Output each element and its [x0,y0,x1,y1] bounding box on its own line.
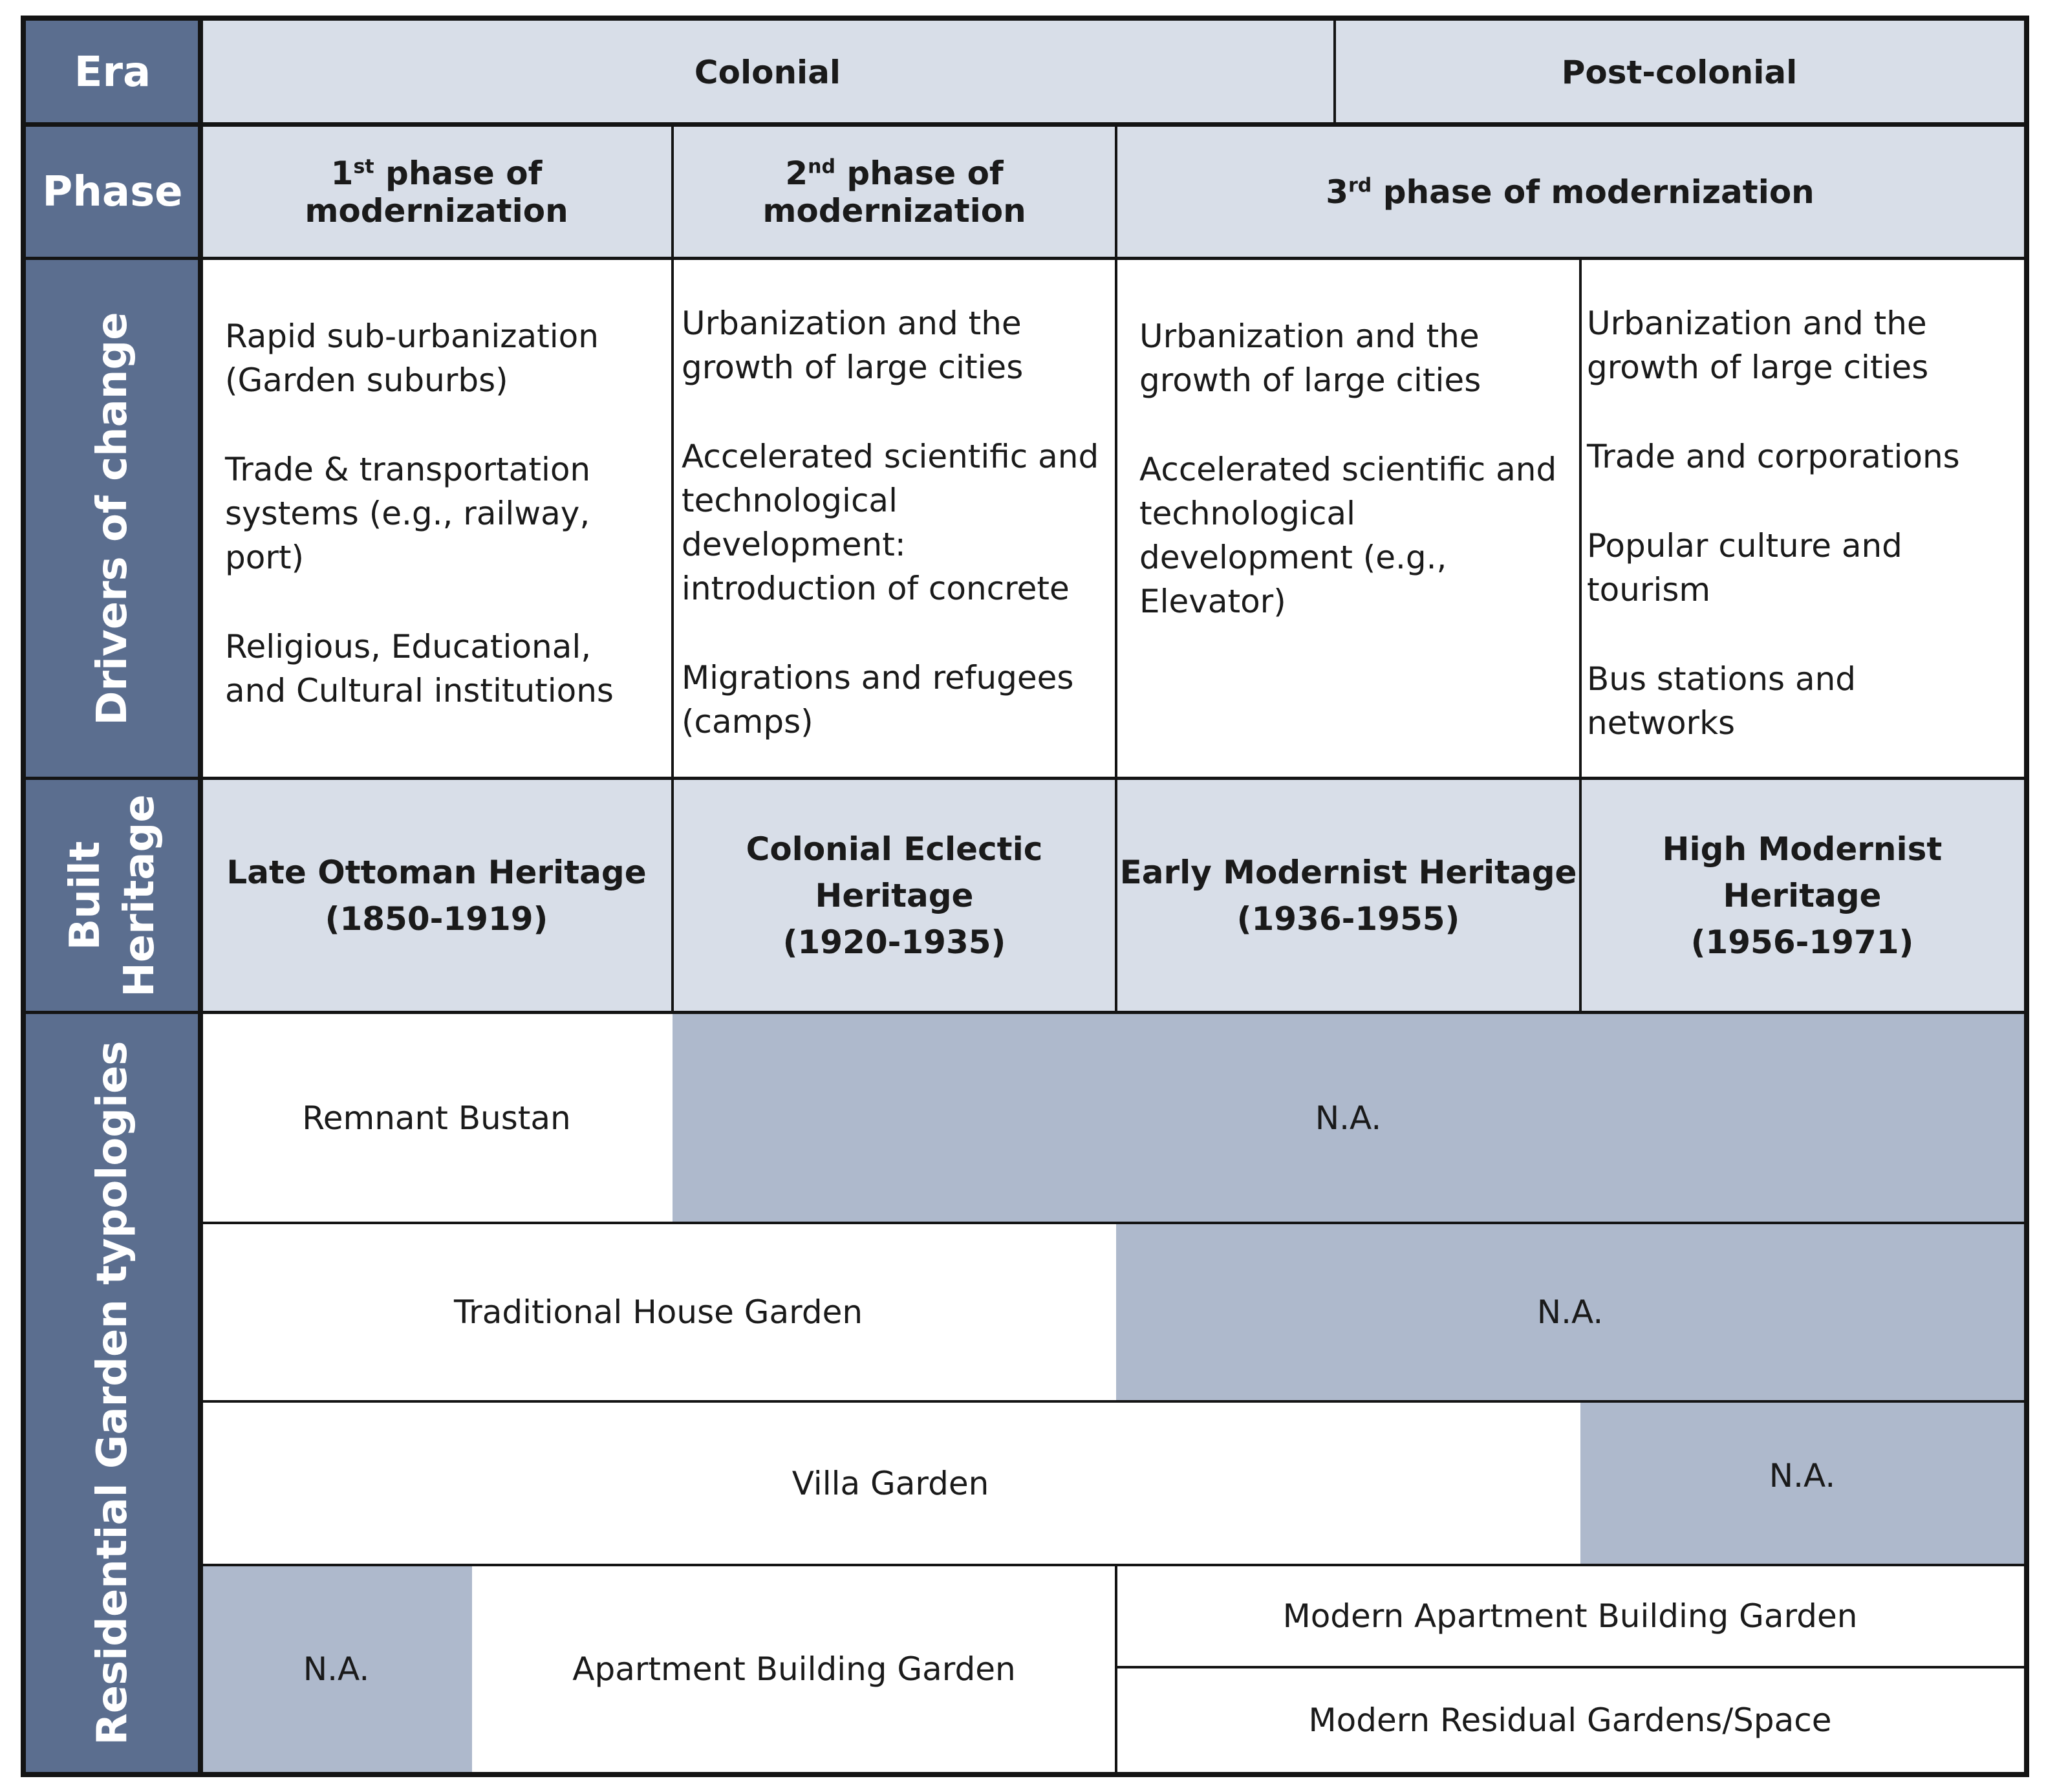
divider-heritage-typologies [21,1011,2029,1014]
typologies-row-label: Residential Garden typologies [25,1013,200,1773]
outer-border-bottom [21,1772,2029,1777]
heritage-cell-2: Colonial Eclectic Heritage (1920-1935) [673,779,1116,1013]
era-postcolonial-cell: Post-colonial [1335,19,2024,125]
driver-item: Trade & transportation systems (e.g., ra… [225,451,591,576]
era-colonial-label: Colonial [694,53,841,91]
heritage-name: Early Modernist Heritage [1119,854,1577,891]
phase-1-cell: 1st phase of modernization [200,125,673,259]
heritage-years: (1936-1955) [1236,900,1460,938]
era-colonial-cell: Colonial [200,19,1335,125]
divider-col-2-3 [1115,122,1117,1013]
outer-border-right [2024,16,2029,1777]
divider-col-3-4 [1579,259,1582,1013]
na-label: N.A. [1536,1293,1604,1331]
phase-label-text: Phase [42,167,183,216]
drivers-cell-3: Urbanization and the growth of large cit… [1116,259,1580,779]
na-cell-bustan: N.A. [673,1013,2024,1223]
divider-typology-3 [200,1564,2025,1566]
driver-item: Rapid sub-urbanization (Garden suburbs) [225,318,599,399]
era-postcolonial-label: Post-colonial [1561,53,1798,91]
heritage-cell-4: High Modernist Heritage (1956-1971) [1580,779,2024,1013]
villa-garden-label: Villa Garden [791,1464,989,1502]
driver-item: Migrations and refugees (camps) [682,659,1074,740]
heritage-cell-1: Late Ottoman Heritage (1850-1919) [200,779,673,1013]
drivers-row-label: Drivers of change [25,259,200,779]
heritage-years: (1920-1935) [782,923,1006,961]
heritage-name: High Modernist Heritage [1662,830,1943,914]
divider-era-phase [21,122,2029,127]
typologies-label-text: Residential Garden typologies [89,1041,136,1745]
built-heritage-label-line2: Heritage [116,794,164,997]
era-label-text: Era [74,48,151,96]
built-heritage-label-line1: Built [61,841,109,951]
divider-typology-2 [200,1400,2025,1403]
driver-item: Trade and corporations [1587,438,1960,475]
divider-apartment-modern [1115,1565,1117,1773]
villa-garden-cell: Villa Garden [200,1401,1580,1565]
outer-border-top [21,16,2029,21]
driver-item: Accelerated scientific and technological… [1139,451,1557,620]
modern-residual-gardens-cell: Modern Residual Gardens/Space [1116,1667,2024,1773]
na-cell-apartment: N.A. [200,1565,472,1773]
apartment-building-garden-label: Apartment Building Garden [572,1650,1016,1688]
driver-item: Accelerated scientific and technological… [682,438,1099,607]
modern-apartment-building-garden-cell: Modern Apartment Building Garden [1116,1565,2024,1667]
heritage-cell-3: Early Modernist Heritage (1936-1955) [1116,779,1580,1013]
outer-border-left [21,16,26,1777]
modern-residual-gardens-label: Modern Residual Gardens/Space [1308,1701,1832,1739]
heritage-years: (1850-1919) [325,900,548,938]
phase-3-cell: 3rd phase of modernization [1116,125,2024,259]
divider-col-1-2 [671,122,674,1013]
driver-item: Urbanization and the growth of large cit… [1587,305,1929,386]
driver-item: Urbanization and the growth of large cit… [1139,318,1481,399]
phase-2-label: 2nd phase of modernization [762,154,1026,230]
traditional-house-garden-cell: Traditional House Garden [200,1223,1116,1401]
remnant-bustan-cell: Remnant Bustan [200,1013,673,1223]
na-label: N.A. [1315,1099,1382,1137]
side-column-divider [198,16,203,1777]
apartment-building-garden-cell: Apartment Building Garden [472,1565,1116,1773]
phase-3-label: 3rd phase of modernization [1326,173,1814,211]
remnant-bustan-label: Remnant Bustan [302,1099,571,1137]
phase-2-cell: 2nd phase of modernization [673,125,1116,259]
na-cell-villa: N.A. [1580,1401,2024,1565]
drivers-cell-2: Urbanization and the growth of large cit… [673,259,1116,779]
driver-item: Religious, Educational, and Cultural ins… [225,628,614,709]
drivers-cell-1: Rapid sub-urbanization (Garden suburbs) … [200,259,673,779]
divider-typology-1 [200,1222,2025,1224]
phase-1-label: 1st phase of modernization [305,154,568,230]
divider-era-split [1333,19,1336,125]
divider-phase-drivers [21,257,2029,260]
phase-row-label: Phase [25,125,200,259]
era-row-label: Era [25,19,200,125]
driver-item: Bus stations and networks [1587,660,1857,742]
driver-item: Urbanization and the growth of large cit… [682,305,1024,386]
drivers-cell-4: Urbanization and the growth of large cit… [1580,259,2024,779]
na-cell-traditional: N.A. [1116,1223,2024,1401]
na-label: N.A. [303,1650,370,1688]
divider-drivers-heritage [21,777,2029,780]
divider-modern-split [1116,1666,2025,1668]
drivers-label-text: Drivers of change [89,312,136,726]
built-heritage-row-label: Built Heritage [25,779,200,1013]
modern-apartment-building-garden-label: Modern Apartment Building Garden [1282,1597,1858,1635]
heritage-years: (1956-1971) [1690,923,1914,961]
driver-item: Popular culture and tourism [1587,527,1902,609]
na-label: N.A. [1769,1457,1836,1495]
heritage-name: Colonial Eclectic Heritage [746,830,1043,914]
traditional-house-garden-label: Traditional House Garden [453,1293,863,1331]
heritage-name: Late Ottoman Heritage [226,854,647,891]
built-heritage-label-text: Built Heritage [58,794,167,997]
